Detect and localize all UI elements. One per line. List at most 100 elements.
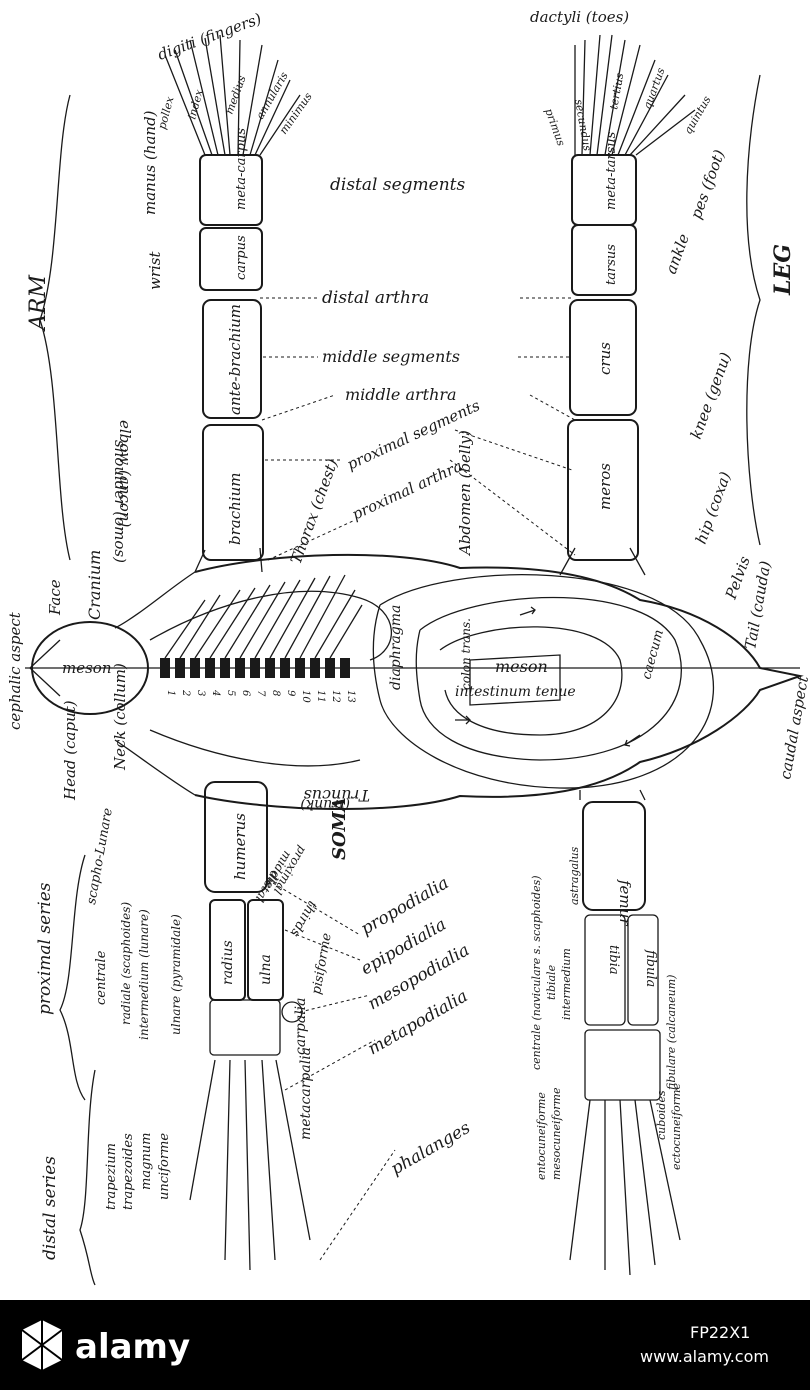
label-leg: LEG — [770, 244, 796, 296]
label-middle-arthra: middle arthra — [345, 385, 457, 404]
label-proximal-series: proximal series — [35, 882, 55, 1015]
label-face: Face — [46, 579, 64, 616]
label-intestinum: intestinum tenue — [455, 684, 576, 700]
rib-number: 5 — [225, 690, 236, 696]
label-soma: SOMA — [329, 797, 350, 860]
leader-lines — [260, 297, 576, 1261]
label-caecum: caecum — [639, 628, 667, 681]
label-intermedium-leg: intermedium — [560, 948, 573, 1020]
label-humerus: humerus — [231, 813, 249, 880]
label-tertius: tertius — [607, 72, 626, 111]
label-proximal-arthra: proximal arthra — [349, 457, 465, 524]
label-unciforme: unciforme — [157, 1133, 172, 1200]
label-intermedium: intermedium (lunare) — [137, 909, 151, 1040]
rib-number: 12 — [330, 690, 341, 703]
rib-number: 8 — [270, 690, 281, 696]
label-fibula: fibula — [643, 949, 658, 987]
label-digiti: digiti (fingers) — [155, 9, 264, 63]
vertebrae — [160, 658, 350, 678]
label-thirds: thirds — [287, 898, 320, 940]
label-mesocuneiforme: mesocuneiforme — [550, 1087, 563, 1180]
label-carpus: carpus — [234, 235, 249, 280]
label-pelvis: Pelvis — [722, 554, 754, 603]
rib-number: 13 — [345, 690, 356, 703]
label-cranium: Cranium — [85, 550, 104, 620]
label-meson-head: meson — [62, 659, 112, 677]
label-femur: femur — [616, 879, 634, 926]
label-cephalic: cephalic aspect — [6, 611, 24, 730]
rib-number: 6 — [240, 690, 251, 697]
label-centrale-leg: centrale (naviculare s. scaphoides) — [530, 875, 543, 1070]
label-index: index — [185, 87, 206, 120]
label-elbow: elbow (ancon) — [116, 420, 134, 527]
label-distal-arthra: distal arthra — [322, 288, 429, 308]
label-quintus: quintus — [681, 93, 713, 136]
rib-number: 11 — [315, 690, 326, 703]
label-distal-segments: distal segments — [330, 175, 465, 195]
label-trapezium: trapezium — [104, 1143, 119, 1210]
label-colon: colon trans. — [459, 618, 473, 690]
label-tarsus: tarsus — [604, 244, 619, 285]
label-antebrachium: ante-brachium — [226, 304, 244, 415]
label-manus: manus (hand) — [141, 110, 159, 215]
label-scapholunare: scapho-Lunare — [84, 807, 116, 906]
label-tibiale: tibiale — [545, 964, 558, 1000]
rib-number: 4 — [210, 689, 221, 696]
label-middle-segments: middle segments — [322, 347, 460, 366]
label-meson-abdomen: meson — [495, 657, 548, 676]
alamy-logo-mark — [21, 1320, 63, 1370]
label-caudal: caudal aspect — [776, 674, 810, 781]
label-quartus: quartus — [641, 66, 668, 111]
leg-bones — [559, 34, 696, 576]
rib-number: 3 — [195, 690, 206, 696]
label-dactyli: dactyli (toes) — [530, 8, 629, 26]
label-hip: hip (coxa) — [692, 469, 735, 546]
labels: ARM LEG digiti (fingers) dactyli (toes) … — [6, 8, 810, 1260]
label-centrale: centrale — [94, 950, 109, 1005]
label-radius: radius — [220, 940, 236, 985]
label-trapezoides: trapezoides — [121, 1133, 136, 1210]
rib-numbers: 1 2 3 4 5 6 7 8 9 10 11 12 13 — [165, 689, 356, 703]
label-brachium: brachium — [226, 473, 244, 545]
label-ulna: ulna — [258, 954, 274, 985]
rib-number: 9 — [285, 690, 296, 697]
lower-leg-bones — [569, 789, 681, 1276]
label-phalanges: phalanges — [388, 1118, 475, 1180]
label-annularis: annularis — [253, 69, 291, 121]
braces — [39, 74, 761, 1286]
label-truncus: Truncus — [304, 786, 370, 805]
label-metacarpalia: metacarpalia — [298, 1047, 314, 1140]
label-head-caput: Head (caput) — [61, 700, 79, 801]
label-cuboides: cuboides — [655, 1090, 668, 1140]
label-crus: crus — [596, 342, 614, 375]
intestine-arrows — [455, 606, 641, 747]
label-medius: medius — [223, 73, 249, 116]
body-outline — [114, 553, 804, 811]
label-ankle: ankle — [662, 231, 693, 276]
label-astragalus: astragalus — [568, 846, 581, 905]
ribs — [164, 574, 363, 659]
snout-lines — [29, 639, 61, 697]
rib-number: 7 — [255, 690, 266, 697]
label-ectocuneiforme: ectocuneiforme — [670, 1083, 683, 1170]
label-meros: meros — [596, 463, 614, 510]
watermark-svg: alamy FP22X1 www.alamy.com — [21, 1320, 769, 1370]
label-tibia: tibia — [606, 945, 621, 975]
label-knee: knee (genu) — [687, 350, 735, 442]
rib-number: 1 — [165, 690, 176, 696]
anatomy-diagram: 1 2 3 4 5 6 7 8 9 10 11 12 13 ARM LEG di… — [6, 8, 810, 1286]
label-radiale: radiale (scaphoides) — [119, 902, 133, 1025]
label-trunk: (trunk) — [300, 796, 350, 812]
label-arm: ARM — [26, 275, 51, 332]
label-pes: pes (foot) — [687, 147, 729, 221]
lower-arm-bones — [189, 781, 311, 1271]
label-fibulare: fibulare (calcaneum) — [665, 975, 678, 1091]
label-neck: Neck (collum) — [111, 663, 129, 771]
site-url: www.alamy.com — [640, 1347, 769, 1366]
label-primus: primus — [542, 107, 568, 148]
label-wrist: wrist — [146, 250, 164, 290]
image-id: FP22X1 — [690, 1323, 750, 1342]
label-entocuneiforme: entocuneiforme — [535, 1092, 548, 1180]
label-metatarsus: meta-tarsus — [604, 131, 619, 210]
rib-number: 10 — [300, 690, 311, 703]
